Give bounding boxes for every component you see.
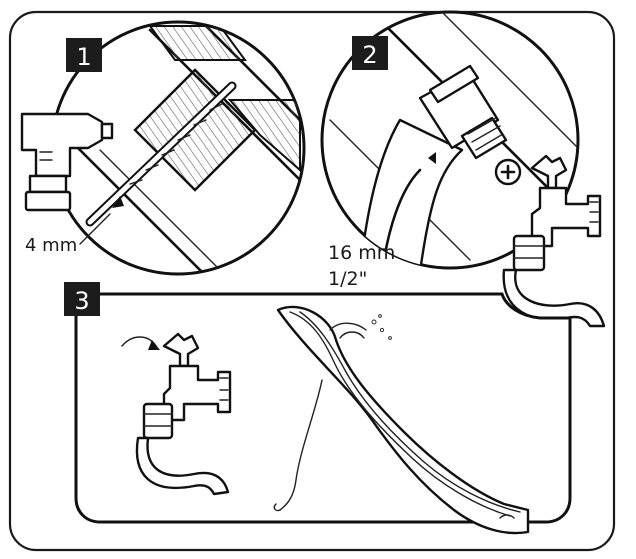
step-1-pointer [79, 213, 111, 245]
garden-hose-icon [135, 402, 230, 496]
step-2-measure-mm: 16 mm [328, 242, 395, 264]
tap-icon [530, 154, 602, 248]
hose-clamp-icon [460, 116, 508, 160]
step-3: 3 [64, 282, 572, 535]
step-1-measure: 4 mm [25, 235, 77, 256]
screw-icon [494, 158, 522, 186]
wood-beam [133, 25, 301, 192]
drill-bit-icon [85, 81, 237, 227]
step-2-number: 2 [362, 41, 377, 69]
step-1: 1 4 mm [20, 20, 306, 276]
step-1-number: 1 [76, 43, 91, 71]
water-slide-icon [273, 305, 530, 535]
rotate-arrow-icon [121, 336, 160, 350]
step-2: 2 16 mm 1/2" [320, 10, 606, 328]
step-2-badge [352, 36, 388, 70]
step-3-number: 3 [74, 287, 89, 315]
drill-icon [20, 112, 114, 212]
tap-icon [162, 332, 232, 422]
step-1-badge [66, 38, 102, 72]
step-3-badge [64, 282, 100, 316]
step-2-measure-inch: 1/2" [328, 268, 367, 290]
outer-frame [8, 10, 616, 552]
